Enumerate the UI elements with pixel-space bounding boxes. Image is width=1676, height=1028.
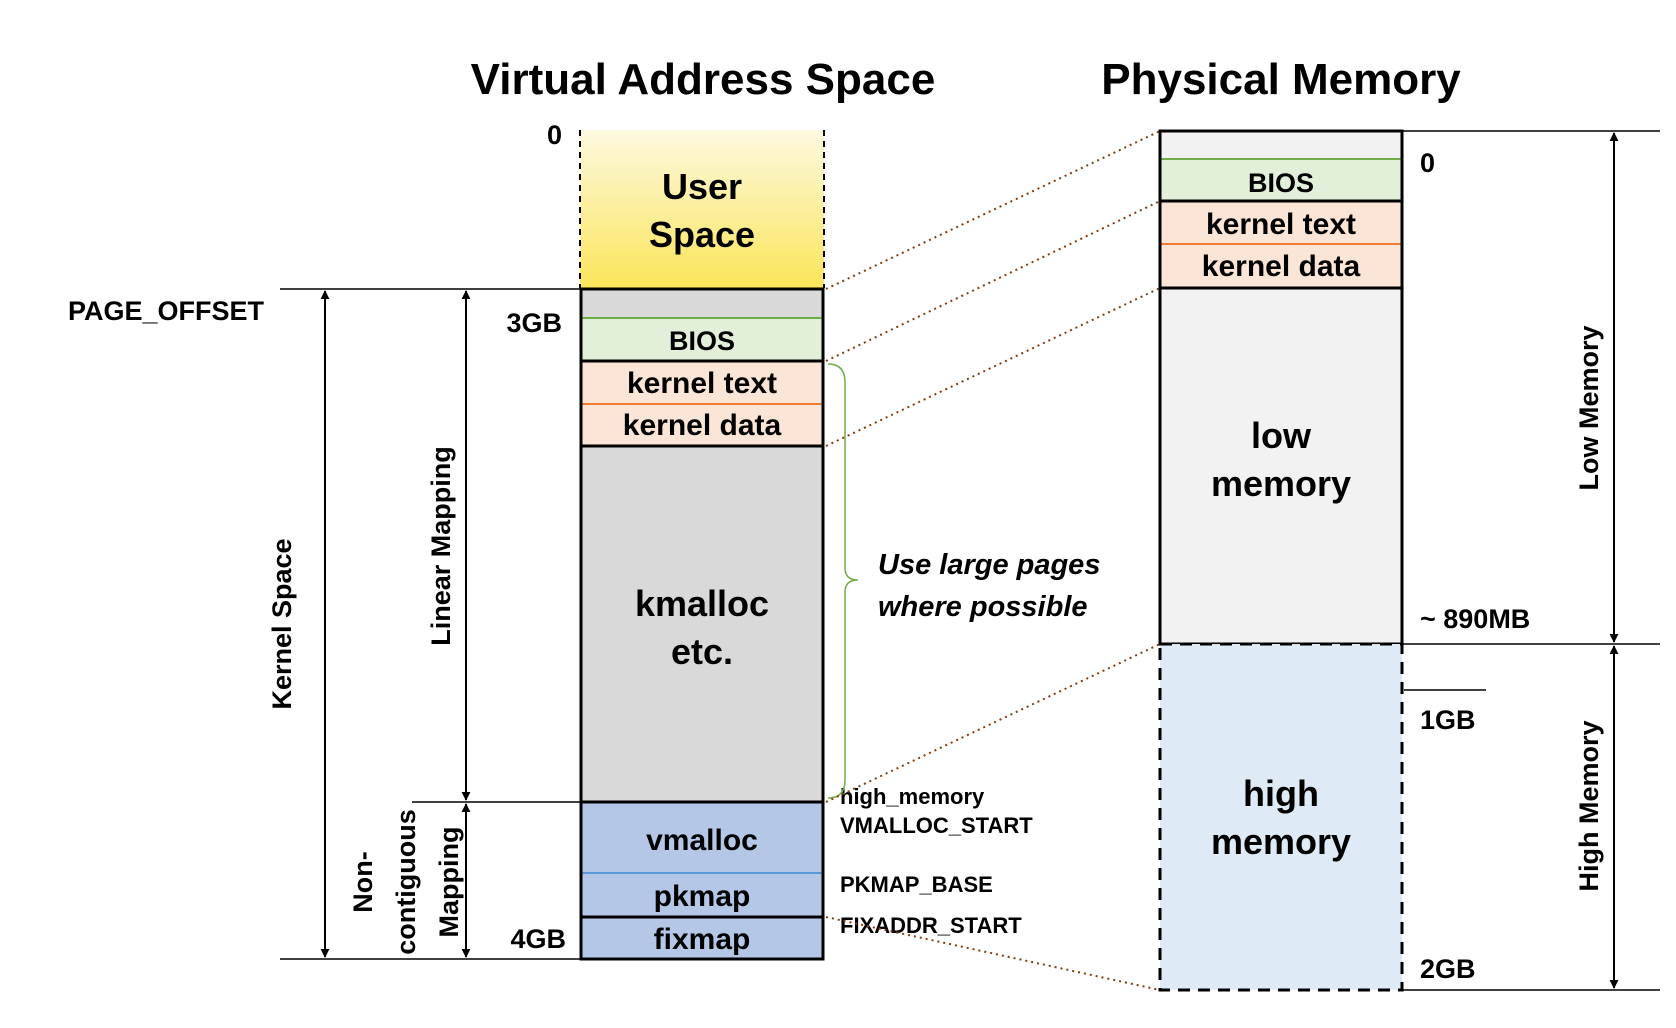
user-space-label-line1: User (662, 166, 742, 207)
phys-address-1gb: 1GB (1420, 705, 1476, 735)
mapping-line-kernel-data (825, 287, 1161, 447)
high-memory-block (1158, 642, 1404, 992)
kmalloc-block (580, 446, 824, 802)
phys-address-0: 0 (1420, 148, 1435, 178)
noncontiguous-label-line2: contiguous (391, 809, 421, 954)
kernel-text-block (580, 362, 824, 404)
bios-label: BIOS (669, 326, 735, 356)
high-memory-label-line2: memory (1211, 821, 1351, 862)
mapping-line-kernel-start (825, 130, 1161, 290)
virtual-address-0: 0 (547, 120, 562, 150)
phys-reserved-block (1160, 131, 1402, 159)
low-memory-label-line1: low (1251, 415, 1312, 456)
noncontiguous-label-line3: Mapping (434, 827, 464, 938)
large-pages-note-line2: where possible (878, 591, 1088, 623)
mapping-lines (825, 130, 1161, 991)
virtual-address-3gb: 3GB (506, 308, 562, 338)
phys-address-890mb: ~ 890MB (1420, 604, 1530, 634)
phys-kernel-text-block (1160, 202, 1402, 244)
phys-kernel-data-label: kernel data (1202, 250, 1361, 283)
phys-address-2gb: 2GB (1420, 954, 1476, 984)
phys-bios-label: BIOS (1248, 168, 1314, 198)
virtual-address-column: User Space BIOS kernel text kernel data … (68, 120, 1100, 961)
low-memory-label-line2: memory (1211, 463, 1351, 504)
physical-memory-column: BIOS kernel text kernel data low memory … (1158, 129, 1660, 992)
low-memory-side-label: Low Memory (1574, 325, 1604, 490)
phys-kernel-data-block (1160, 245, 1402, 287)
kernel-data-block (580, 405, 824, 445)
bios-reserved-block (580, 288, 824, 318)
fixaddr-start-symbol: FIXADDR_START (840, 913, 1022, 938)
large-pages-brace (827, 363, 859, 799)
high-memory-side-label: High Memory (1574, 720, 1604, 891)
kmalloc-label-line2: etc. (671, 631, 733, 672)
user-space-block (580, 130, 824, 288)
large-pages-note-line1: Use large pages (878, 549, 1100, 581)
high-memory-symbol: high_memory (840, 784, 985, 809)
page-offset-label: PAGE_OFFSET (68, 296, 265, 326)
phys-bios-block (1160, 159, 1402, 201)
user-space-label-line2: Space (649, 214, 755, 255)
high-memory-label-line1: high (1243, 773, 1319, 814)
mapping-line-bios (825, 200, 1161, 362)
kernel-text-label: kernel text (627, 367, 777, 400)
vmalloc-block (580, 802, 824, 872)
kernel-region-outline (579, 287, 825, 961)
physical-memory-title: Physical Memory (1101, 55, 1461, 104)
kmalloc-label-line1: kmalloc (635, 583, 769, 624)
virtual-address-space-title: Virtual Address Space (471, 55, 936, 104)
noncontiguous-label-line1: Non- (348, 851, 378, 912)
pkmap-label: pkmap (654, 880, 751, 913)
fixmap-label: fixmap (654, 923, 751, 956)
low-memory-block (1160, 288, 1402, 644)
vmalloc-start-symbol: VMALLOC_START (840, 813, 1033, 838)
linear-mapping-label: Linear Mapping (426, 446, 456, 646)
virtual-address-4gb: 4GB (510, 924, 566, 954)
fixmap-block (580, 917, 824, 959)
bios-block (580, 318, 824, 360)
kernel-space-label: Kernel Space (267, 538, 297, 709)
mapping-line-high-memory (825, 643, 1161, 803)
vmalloc-label: vmalloc (646, 824, 758, 857)
kernel-data-label: kernel data (623, 409, 782, 442)
pkmap-base-symbol: PKMAP_BASE (840, 872, 993, 897)
phys-kernel-text-label: kernel text (1206, 208, 1356, 241)
pkmap-block (580, 874, 824, 916)
